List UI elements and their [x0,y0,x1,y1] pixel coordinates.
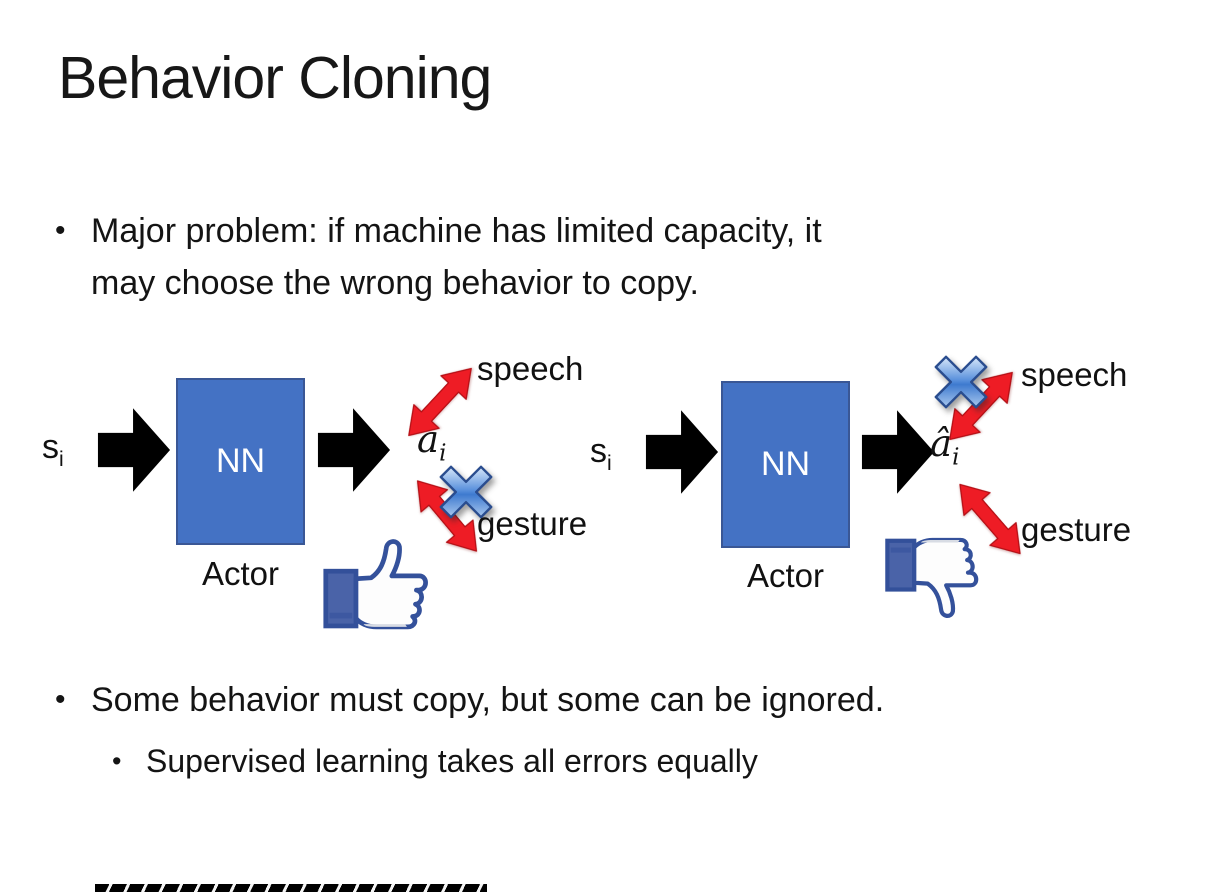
bullet-major-problem-line1: Major problem: if machine has limited ca… [91,212,822,250]
slide-title: Behavior Cloning [58,45,492,111]
left-output-arrow-icon [317,404,391,496]
right-input-si: si [590,432,612,475]
bullet-major-problem-line2: may choose the wrong behavior to copy. [91,264,699,302]
thumbs-down-icon [884,531,989,627]
left-actor-caption: Actor [201,555,280,592]
bullet-glyph: • [55,683,66,716]
right-gesture-label: gesture [1021,511,1132,548]
video-progress-bar[interactable] [95,884,487,892]
left-gesture-label: gesture [477,505,588,542]
left-input-si: si [42,428,64,471]
thumbs-up-icon [322,533,440,633]
bullet-major-problem: • Major problem: if machine has limited … [55,205,1115,309]
left-input-arrow-icon [97,404,171,496]
bullet-supervised-learning: • Supervised learning takes all errors e… [112,737,1112,785]
bullet-supervised-learning-text: Supervised learning takes all errors equ… [146,743,758,779]
right-output-arrow-icon [861,406,935,498]
right-cross-icon [931,352,991,412]
right-output-ai: âi [930,422,960,471]
right-nn-label: NN [760,445,811,483]
right-speech-label: speech [1021,356,1128,393]
bullet-some-behavior-text: Some behavior must copy, but some can be… [91,681,885,719]
right-nn-box: NN [721,381,850,548]
bullet-glyph: • [55,214,66,247]
right-input-arrow-icon [645,406,719,498]
bullet-some-behavior: • Some behavior must copy, but some can … [55,674,1155,726]
right-actor-caption: Actor [746,557,825,594]
left-speech-label: speech [477,350,584,387]
left-nn-label: NN [215,442,266,480]
left-nn-box: NN [176,378,305,545]
sub-bullet-glyph: • [112,746,122,776]
